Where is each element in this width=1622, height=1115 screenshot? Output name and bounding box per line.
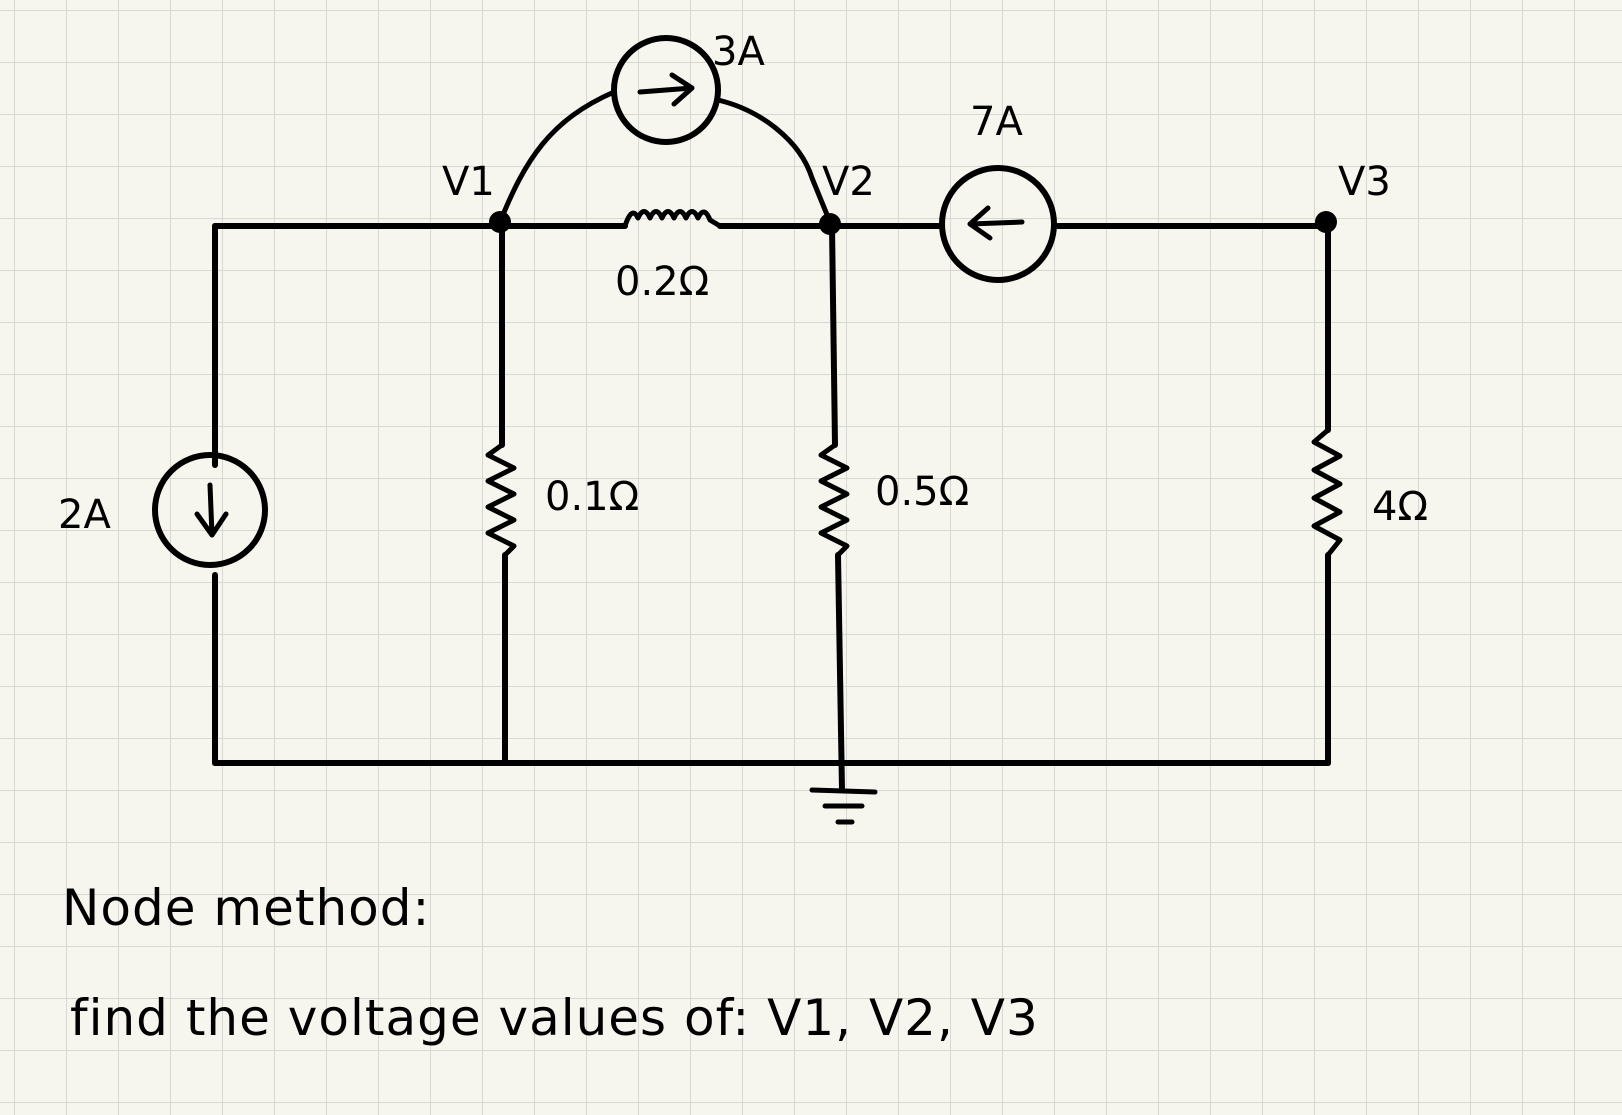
resistor-r2 [818, 442, 850, 558]
current-source-2a [152, 452, 268, 568]
resistor-series-label: 0.2Ω [615, 259, 709, 305]
wire-3a-arc-right [715, 97, 833, 225]
node-v2-label: V2 [822, 159, 875, 205]
current-source-7a [939, 165, 1057, 283]
resistor-r1-label: 0.1Ω [545, 474, 639, 520]
resistor-r2-label: 0.5Ω [875, 469, 969, 515]
source-2a-label: 2A [58, 492, 111, 538]
resistor-r1 [485, 442, 517, 558]
node-v3-label: V3 [1338, 159, 1391, 205]
node-v3-dot [1315, 211, 1337, 233]
resistor-r3 [1311, 427, 1343, 558]
wire-3a-arc-left [497, 89, 617, 225]
resistor-series [622, 209, 723, 229]
ground-icon [809, 787, 878, 825]
arrow-left-icon [967, 205, 1025, 241]
arrow-down-icon [194, 482, 229, 538]
current-source-3a [497, 35, 833, 225]
note-line-2: find the voltage values of: V1, V2, V3 [70, 989, 1039, 1047]
node-v1-label: V1 [442, 159, 495, 205]
wire-v2-upper [829, 223, 838, 448]
source-3a-label: 3A [712, 29, 765, 75]
wires [212, 223, 1331, 793]
note-line-1: Node method: [62, 879, 430, 937]
source-7a-label: 7A [970, 99, 1023, 145]
resistor-r3-label: 4Ω [1372, 484, 1428, 530]
arrow-right-icon [637, 72, 695, 107]
wire-v2-lower [835, 552, 845, 793]
